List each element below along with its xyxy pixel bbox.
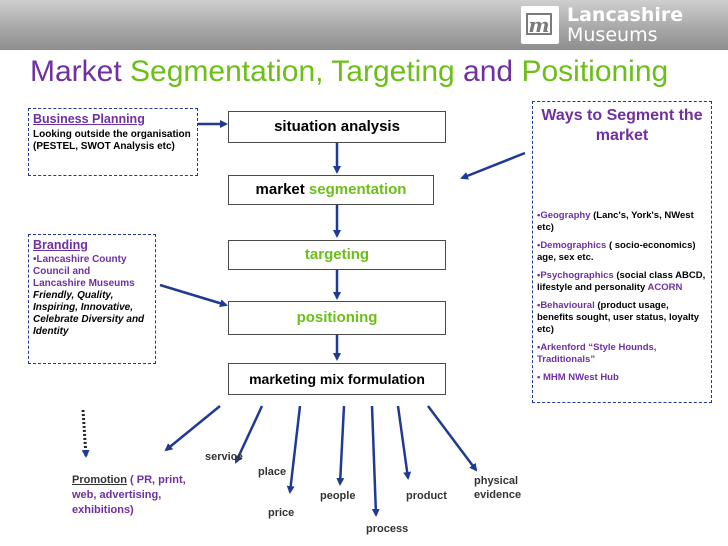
marketing-mix-label: marketing mix formulation: [249, 371, 425, 387]
ways-item: •Behavioural (product usage, benefits so…: [537, 300, 700, 335]
business-planning-body: Looking outside the organisation (PESTEL…: [33, 129, 191, 152]
ways-item: • MHM NWest Hub: [537, 372, 619, 383]
situation-analysis-label: situation analysis: [274, 118, 400, 135]
arrow-ways-to-segmentation: [460, 151, 526, 180]
title-word-positioning: Positioning: [521, 55, 669, 88]
title-word-segmentation: Segmentation, Targeting: [130, 55, 455, 88]
logo-icon: m: [521, 6, 559, 44]
product-label: product: [406, 490, 447, 502]
title-word-market: Market: [30, 55, 122, 88]
business-planning-heading: Business Planning: [33, 112, 145, 126]
situation-analysis-box: situation analysis: [228, 111, 446, 143]
arrow-branding-to-positioning: [159, 283, 228, 308]
targeting-label: targeting: [304, 246, 370, 263]
marketing-mix-box: marketing mix formulation: [228, 363, 446, 395]
branding-line-2: Lancashire Museums: [33, 278, 135, 289]
business-planning-box: Business Planning Looking outside the or…: [28, 108, 198, 176]
logo-text: Lancashire Museums: [567, 5, 683, 45]
ways-list: •Geography (Lanc's, York's, NWest etc) •…: [537, 210, 707, 390]
title-word-and: and: [463, 55, 514, 88]
branding-box: Branding •Lancashire County Council and …: [28, 234, 156, 364]
arrow-mix-to-price: [286, 405, 302, 494]
positioning-label: positioning: [296, 309, 378, 326]
ways-item: •Demographics ( socio-economics) age, se…: [537, 240, 696, 263]
ways-item: •Geography (Lanc's, York's, NWest etc): [537, 210, 694, 233]
segmentation-label: segmentation: [308, 181, 407, 198]
promotion-rest: ( PR, print, web, advertising, exhibitio…: [72, 474, 186, 516]
arrow-promotion-dotted: [81, 409, 90, 458]
ways-item: •Psychographics (social class ABCD, life…: [537, 270, 706, 293]
logo-line-2: Museums: [567, 24, 658, 46]
targeting-box: targeting: [228, 240, 446, 270]
promotion-key: Promotion: [72, 474, 127, 486]
ways-heading: Ways to Segment the market: [541, 107, 703, 144]
page-title: Market Segmentation, Targeting and Posit…: [30, 52, 668, 92]
ways-item: •Arkenford “Style Hounds, Traditionals”: [537, 342, 657, 365]
place-label: place: [258, 466, 287, 478]
arrow-mix-to-people: [336, 405, 346, 486]
market-label: market: [255, 181, 305, 198]
physical-evidence-label: physical evidence: [474, 475, 522, 501]
branding-values: Friendly, Quality, Inspiring, Innovative…: [33, 290, 145, 337]
process-label: process: [366, 523, 409, 535]
logo-line-1: Lancashire: [567, 4, 684, 26]
people-label: people: [320, 490, 356, 502]
arrow-mix-to-place: [234, 405, 264, 464]
logo-letter: m: [526, 13, 552, 35]
service-label: service: [205, 451, 243, 463]
positioning-box: positioning: [228, 301, 446, 335]
arrow-mix-to-product: [396, 405, 412, 480]
ways-to-segment-box: Ways to Segment the market: [532, 101, 712, 403]
market-segmentation-box: market segmentation: [228, 175, 434, 205]
arrow-mix-to-process: [370, 405, 380, 517]
header-banner: [0, 0, 728, 50]
arrow-mix-to-service: [164, 405, 221, 452]
branding-heading: Branding: [33, 238, 88, 252]
branding-line-1: •Lancashire County Council and: [33, 254, 127, 277]
arrow-mix-to-physical: [427, 405, 478, 472]
promotion-label: Promotion ( PR, print, web, advertising,…: [72, 473, 212, 518]
price-label: price: [268, 507, 295, 519]
